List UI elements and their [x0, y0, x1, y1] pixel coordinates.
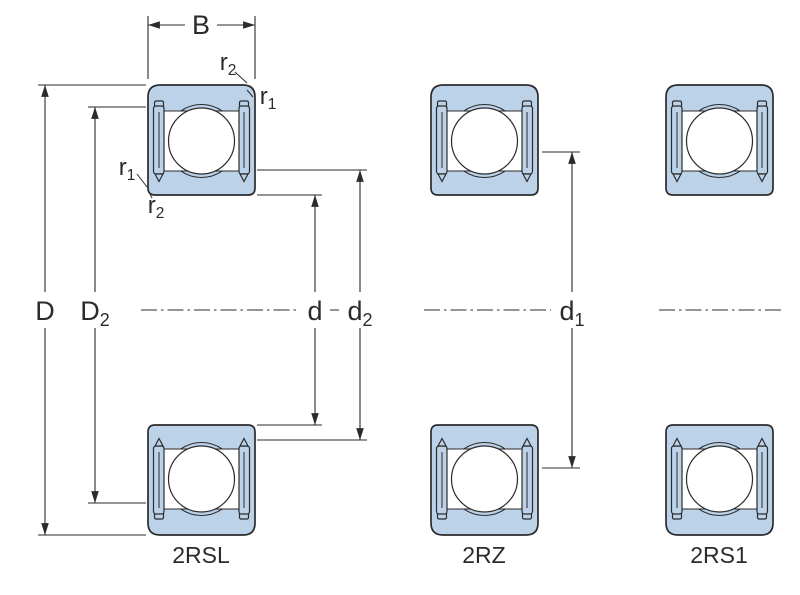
r1-right-leader-line	[246, 89, 254, 98]
label-mask	[551, 292, 593, 328]
label-subscript: 2	[156, 205, 165, 222]
dimension-label-d2: d2	[347, 296, 372, 330]
chamfer-label-r1-left: r1	[119, 154, 136, 184]
label-subscript: 2	[363, 310, 373, 330]
r1-left-leader-line	[136, 173, 148, 188]
dimension-label-bore: d	[307, 296, 322, 326]
label-subscript: 2	[100, 310, 110, 330]
chamfer-callouts: r2 r1 r1 r2	[119, 49, 277, 222]
dimension-width-B: B	[147, 10, 256, 79]
dimension-recess-diameter-d2: d2	[257, 169, 381, 441]
dimension-bore-diameter-d: d	[257, 194, 330, 426]
label-main: D	[80, 296, 100, 326]
dimension-label-outer-diameter: D	[35, 296, 55, 326]
variant-captions: 2RSL 2RZ 2RS1	[172, 542, 748, 568]
label-mask	[300, 292, 330, 328]
dimension-outer-diameter-D: D	[28, 84, 146, 536]
dimension-label-D2: D2	[80, 296, 110, 330]
label-main: r	[260, 83, 268, 110]
label-subscript: 2	[228, 62, 237, 79]
lower-section	[431, 425, 538, 535]
label-main: r	[148, 192, 156, 219]
upper-section	[666, 85, 773, 195]
dimension-label-width: B	[192, 10, 210, 40]
r2-bottom-leader-line	[149, 193, 153, 199]
dimension-shoulder-diameter-d1: d1	[542, 151, 593, 469]
variant-label-2rz: 2RZ	[462, 542, 505, 568]
dimension-recess-diameter-D2: D2	[74, 106, 146, 504]
label-main: d	[347, 296, 362, 326]
chamfer-label-r2-bottom: r2	[148, 192, 165, 222]
chamfer-label-r2-top: r2	[220, 49, 237, 79]
r2-top-leader-line	[234, 71, 248, 84]
variant-label-2rsl: 2RSL	[172, 542, 230, 568]
upper-section	[148, 85, 255, 195]
label-mask	[185, 11, 217, 38]
label-main: r	[220, 49, 228, 76]
label-subscript: 1	[127, 167, 136, 184]
label-main: d	[559, 296, 574, 326]
label-mask	[74, 292, 116, 328]
label-main: r	[119, 154, 127, 181]
label-mask	[339, 292, 381, 328]
lower-section	[148, 425, 255, 535]
label-subscript: 1	[575, 310, 585, 330]
variant-label-2rs1: 2RS1	[690, 542, 748, 568]
dimension-label-d1: d1	[559, 296, 584, 330]
label-mask	[28, 292, 62, 328]
upper-section	[431, 85, 538, 195]
lower-section	[666, 425, 773, 535]
label-subscript: 1	[268, 96, 277, 113]
chamfer-label-r1-right: r1	[260, 83, 277, 113]
